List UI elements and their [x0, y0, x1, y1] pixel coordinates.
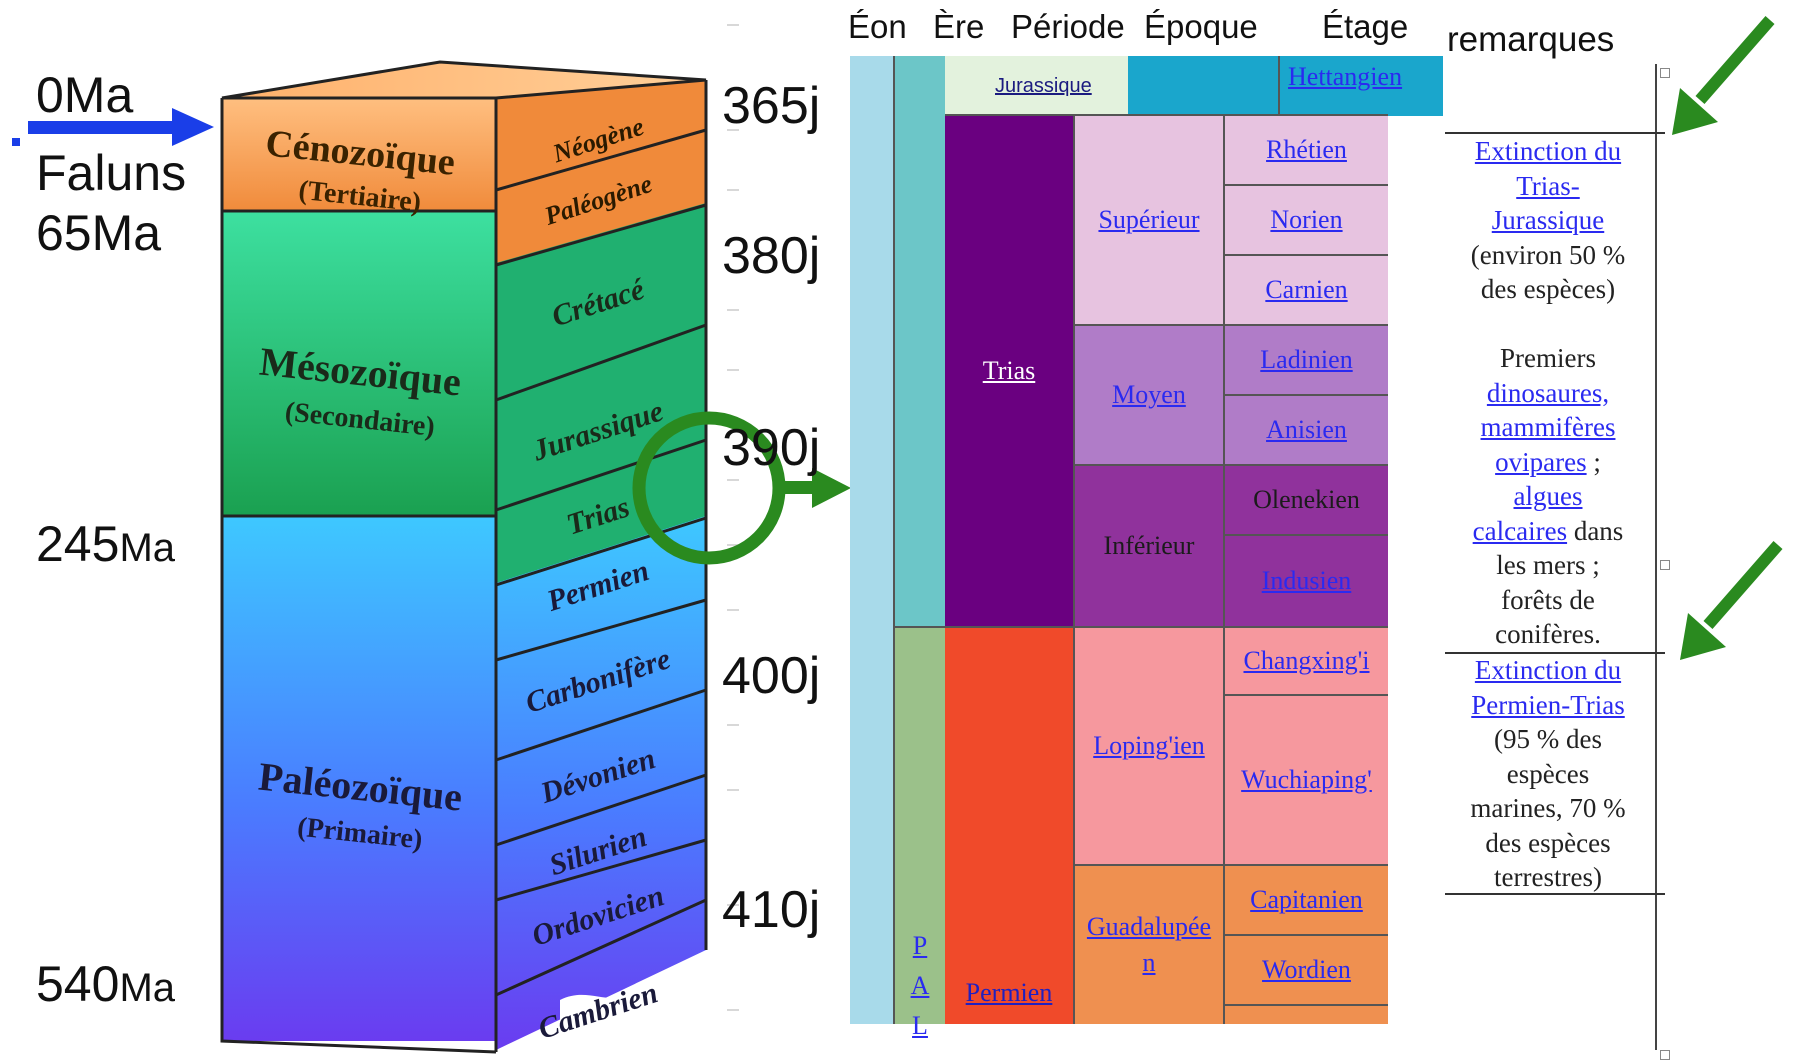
label-0ma: 0Ma — [36, 67, 134, 123]
label-245ma: 245Ma — [36, 516, 176, 572]
day-label-390j: 390j — [722, 419, 821, 477]
link-dinosaures[interactable]: dinosaures, — [1486, 377, 1610, 408]
link-extinction-permien-trias[interactable]: Extinction du Permien-Trias — [1471, 655, 1625, 720]
remark-premiers-dinosaures: Premiers dinosaures, mammifères ovipares… — [1443, 341, 1653, 652]
link-extinction-trias-jurassique[interactable]: Extinction du Trias- Jurassique — [1474, 136, 1622, 235]
epoch-moyen[interactable]: Moyen — [1073, 324, 1223, 464]
eon-column — [850, 56, 895, 1024]
link-ovipares[interactable]: ovipares — [1495, 446, 1587, 477]
era-mesozoic-cell — [895, 56, 945, 626]
stage-capitanien[interactable]: Capitanien — [1223, 864, 1388, 934]
stage-changxingien[interactable]: Changxing'i — [1223, 626, 1388, 694]
label-65ma: 65Ma — [36, 205, 162, 261]
stage-rhetien[interactable]: Rhétien — [1223, 114, 1388, 184]
day-label-410j: 410j — [722, 881, 821, 939]
remark-permien-trias-extinction: Extinction du Permien-Trias (95 % des es… — [1443, 653, 1653, 895]
stage-anisien[interactable]: Anisien — [1223, 394, 1388, 464]
header-eon: Éon — [848, 8, 907, 45]
column-front-face — [222, 98, 496, 1041]
header-era: Ère — [933, 8, 985, 45]
green-arrow-bottom-right — [1680, 541, 1783, 660]
rule-handle-top[interactable] — [1660, 68, 1670, 78]
green-arrow-to-table — [778, 468, 851, 508]
remarks-vertical-rule — [1655, 64, 1657, 1050]
rule-handle-middle[interactable] — [1660, 560, 1670, 570]
stage-ladinien[interactable]: Ladinien — [1223, 324, 1388, 394]
epoch-inferieur: Inférieur — [1073, 464, 1223, 626]
header-period: Période — [1011, 8, 1125, 45]
period-trias-cell[interactable]: Trias — [945, 114, 1073, 626]
remark-divider-1 — [1445, 132, 1665, 134]
stage-wordien[interactable]: Wordien — [1223, 934, 1388, 1004]
column-outlines — [220, 80, 708, 1054]
stage-wuchiapingien[interactable]: Wuchiaping' — [1223, 694, 1388, 864]
column-wavy-bottom — [560, 990, 650, 1050]
remark-trias-jurassique-extinction: Extinction du Trias- Jurassique (environ… — [1443, 134, 1653, 307]
header-remarks: remarques — [1447, 20, 1615, 59]
stage-carnien[interactable]: Carnien — [1223, 254, 1388, 324]
blue-arrow — [12, 108, 214, 146]
day-label-400j: 400j — [722, 647, 821, 705]
era-paleozoic-cell — [895, 626, 945, 1024]
epoch-jurassic-cell — [1128, 56, 1278, 116]
link-mammiferes[interactable]: mammifères — [1480, 412, 1616, 442]
header-stage: Étage — [1322, 8, 1409, 45]
day-label-365j: 365j — [722, 77, 821, 135]
green-arrow-top-right — [1672, 16, 1775, 135]
day-label-380j: 380j — [722, 227, 821, 285]
header-epoch: Époque — [1144, 8, 1258, 45]
period-permien-cell[interactable]: Permien — [945, 626, 1073, 1024]
link-calcaires[interactable]: calcaires — [1472, 515, 1568, 546]
stage-olenekien: Olenekien — [1223, 464, 1388, 534]
stage-next-row — [1223, 1004, 1388, 1024]
remark-divider-3 — [1445, 893, 1665, 895]
rule-handle-bottom[interactable] — [1660, 1050, 1670, 1060]
label-faluns: Faluns — [36, 145, 187, 201]
stage-hettangien[interactable]: Hettangien — [1278, 56, 1443, 116]
epoch-lopingien[interactable]: Loping'ien — [1073, 626, 1223, 864]
column-side-face — [496, 80, 706, 1050]
epoch-superieur[interactable]: Supérieur — [1073, 114, 1223, 324]
stage-indusien[interactable]: Indusien — [1223, 534, 1388, 626]
label-540ma: 540Ma — [36, 956, 176, 1012]
stage-norien[interactable]: Norien — [1223, 184, 1388, 254]
remark-divider-2 — [1445, 652, 1665, 654]
link-algues[interactable]: algues — [1513, 481, 1583, 511]
ruler-ticks — [727, 24, 739, 1011]
